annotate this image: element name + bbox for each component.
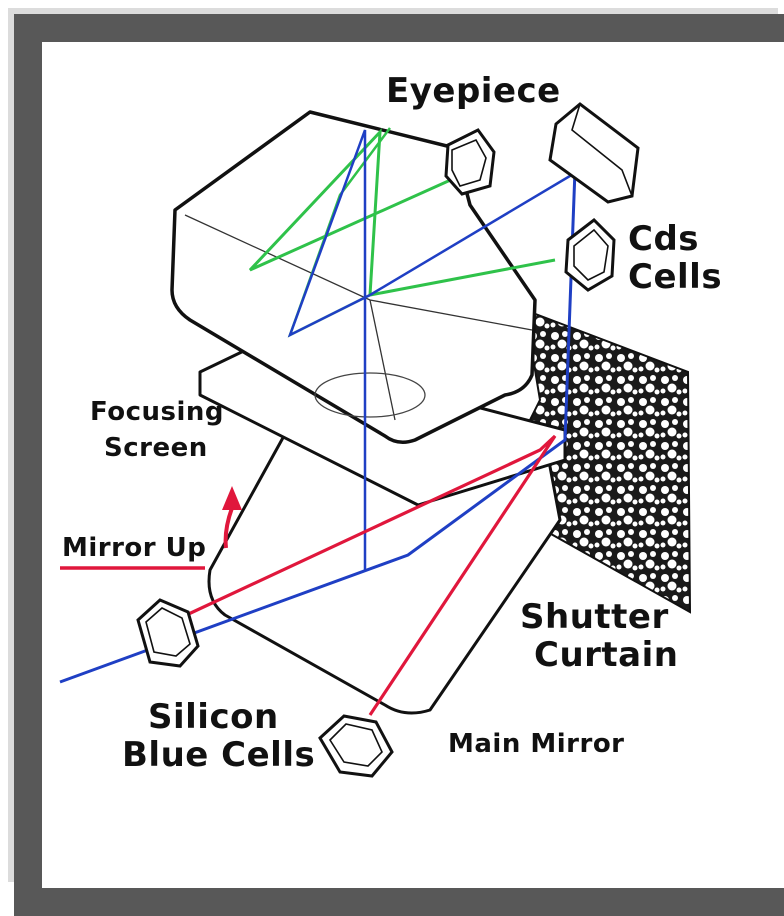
green-light-path [248,127,556,297]
camera-light-path-diagram: Eyepiece Cds Cells Focusing Screen Mirro… [59,71,722,778]
cds-cell-icon [564,218,616,292]
label-main-mirror: Main Mirror [448,729,625,759]
label-cds-line2: Cells [628,257,722,297]
red-light-path [164,434,557,716]
label-eyepiece: Eyepiece [386,71,561,111]
eyepiece-cell-icon [444,128,496,196]
pentaprism [170,110,537,444]
mirror-box [207,423,562,715]
label-mirror-up: Mirror Up [62,533,206,563]
label-focusing-line2: Screen [104,433,208,463]
mirror-up-arrow [223,507,234,549]
label-shutter-line2: Curtain [534,635,678,675]
label-cds-line1: Cds [628,219,699,259]
main-mirror-cell-icon [318,714,394,778]
eyepiece-block-icon [548,102,640,204]
label-focusing-line1: Focusing [90,397,224,427]
silicon-blue-cell-icon [136,598,200,668]
label-silicon-line2: Blue Cells [122,735,315,775]
label-shutter-line1: Shutter [520,597,669,637]
label-silicon-line1: Silicon [148,697,279,737]
blue-light-path [59,169,577,684]
